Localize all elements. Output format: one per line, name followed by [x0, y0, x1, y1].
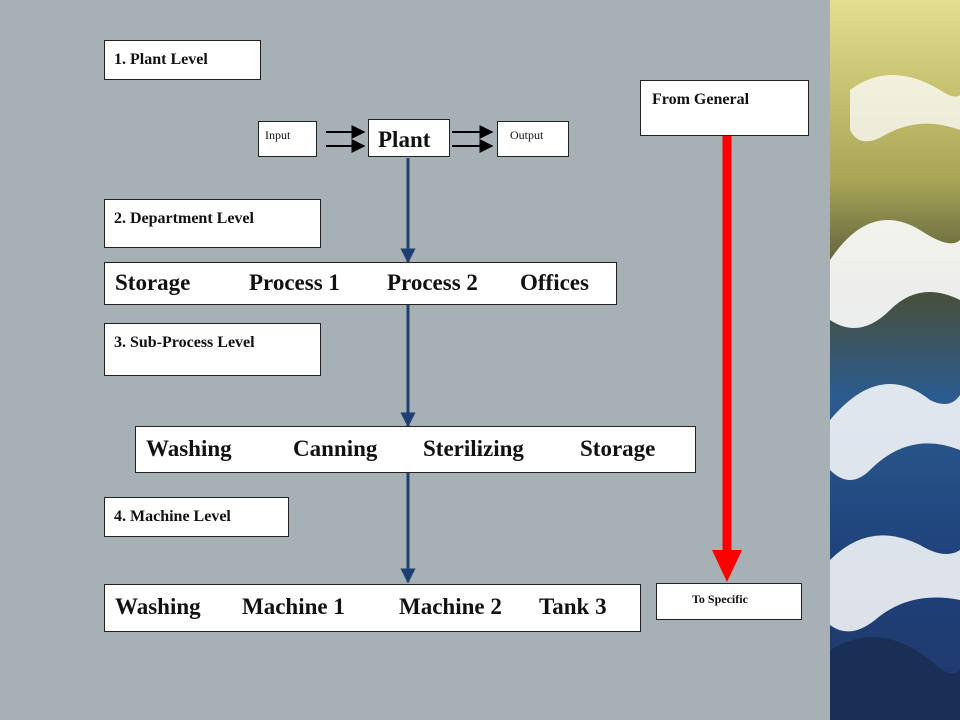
machine-row: Washing Machine 1 Machine 2 Tank 3 [104, 584, 641, 632]
general-to-specific-arrowhead [712, 550, 742, 582]
plant-level-label: 1. Plant Level [104, 40, 261, 80]
machine-level-label: 4. Machine Level [104, 497, 289, 537]
subprocess-item: Washing [146, 436, 232, 461]
department-level-label: 2. Department Level [104, 199, 321, 248]
machine-item: Washing [115, 594, 201, 619]
from-general-label: From General [640, 80, 809, 136]
machine-item: Machine 2 [399, 594, 502, 619]
machine-item: Tank 3 [539, 594, 607, 619]
machine-item: Machine 1 [242, 594, 345, 619]
department-item: Offices [520, 270, 589, 295]
output-box: Output [497, 121, 569, 157]
input-arrows [326, 125, 366, 153]
department-item: Storage [115, 270, 191, 295]
department-row: Storage Process 1 Process 2 Offices [104, 262, 617, 305]
wave-illustration [830, 0, 960, 720]
to-specific-label: To Specific [656, 583, 802, 620]
input-box: Input [258, 121, 317, 157]
subprocess-level-label: 3. Sub-Process Level [104, 323, 321, 376]
output-arrows [452, 125, 494, 153]
plant-box: Plant [368, 119, 450, 157]
subprocess-item: Sterilizing [423, 436, 524, 461]
subprocess-item: Canning [293, 436, 378, 461]
subprocess-row: Washing Canning Sterilizing Storage [135, 426, 696, 473]
subprocess-item: Storage [580, 436, 656, 461]
department-item: Process 1 [249, 270, 340, 295]
department-item: Process 2 [387, 270, 478, 295]
